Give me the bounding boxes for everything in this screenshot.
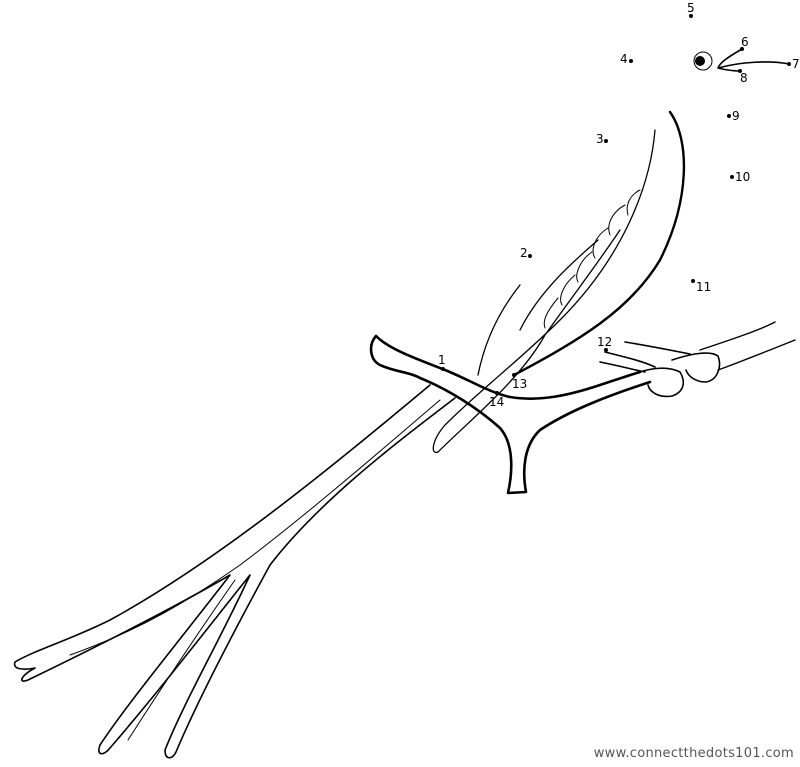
beak: [717, 48, 790, 72]
dot-label-14: 14: [489, 395, 504, 409]
dot-10[interactable]: [730, 175, 734, 179]
dot-label-2: 2: [520, 246, 528, 260]
dot-label-4: 4: [620, 52, 628, 66]
dot-4[interactable]: [629, 59, 633, 63]
dot-label-9: 9: [732, 109, 740, 123]
dot-label-8: 8: [740, 71, 748, 85]
bird-feet: [599, 341, 721, 398]
dot-7[interactable]: [787, 62, 791, 66]
dot-12[interactable]: [604, 348, 608, 352]
dot-8[interactable]: [738, 69, 742, 73]
dot-label-13: 13: [512, 377, 527, 391]
feather-marks: [543, 189, 641, 329]
watermark: www.connectthedots101.com: [593, 746, 794, 761]
dot-11[interactable]: [691, 279, 695, 283]
dot-3[interactable]: [604, 139, 608, 143]
bird-body: [512, 110, 686, 377]
dot-1[interactable]: [441, 367, 445, 371]
dot-label-3: 3: [596, 132, 604, 146]
wing: [432, 129, 656, 453]
branch-outline: [369, 334, 652, 495]
branch-top: [374, 334, 642, 400]
dot-2[interactable]: [528, 254, 532, 258]
dot-14[interactable]: [495, 391, 499, 395]
dot-5[interactable]: [689, 14, 693, 18]
dot-label-1: 1: [438, 353, 446, 367]
dot-label-10: 10: [735, 170, 750, 184]
dot-label-11: 11: [696, 280, 711, 294]
tail-feathers: [13, 384, 456, 759]
dot-label-5: 5: [687, 1, 695, 15]
bird-pupil: [695, 56, 705, 66]
dot-label-12: 12: [597, 335, 612, 349]
dot-6[interactable]: [740, 47, 744, 51]
dot-label-6: 6: [741, 35, 749, 49]
dot-13[interactable]: [512, 373, 516, 377]
dot-9[interactable]: [727, 114, 731, 118]
branch-right: [699, 321, 796, 371]
dot-label-7: 7: [792, 57, 800, 71]
tail-inner: [69, 399, 441, 741]
